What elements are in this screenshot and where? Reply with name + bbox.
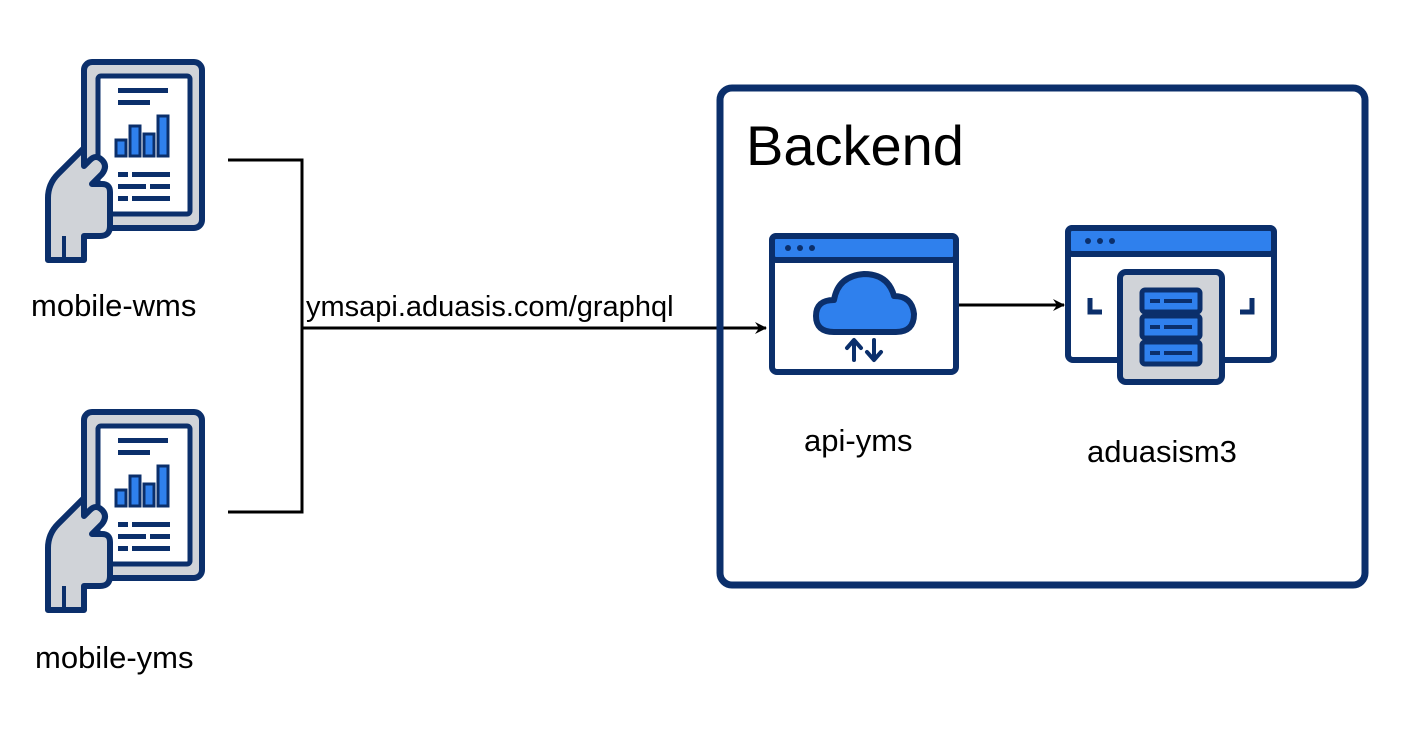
- tablet-hand-icon: [45, 59, 205, 263]
- mobile-yms-label: mobile-yms: [35, 640, 194, 675]
- server-window-icon: [1065, 225, 1277, 385]
- aduasism3-label: aduasism3: [1087, 434, 1237, 469]
- tablet-hand-icon: [45, 409, 205, 613]
- api-yms-label: api-yms: [804, 423, 913, 458]
- cloud-window-icon: [769, 233, 959, 375]
- mobile-wms-label: mobile-wms: [31, 288, 197, 323]
- backend-title: Backend: [746, 114, 964, 177]
- edge-label-graphql-endpoint: ymsapi.aduasis.com/graphql: [304, 291, 676, 323]
- connector-mobile-wms: [228, 158, 304, 514]
